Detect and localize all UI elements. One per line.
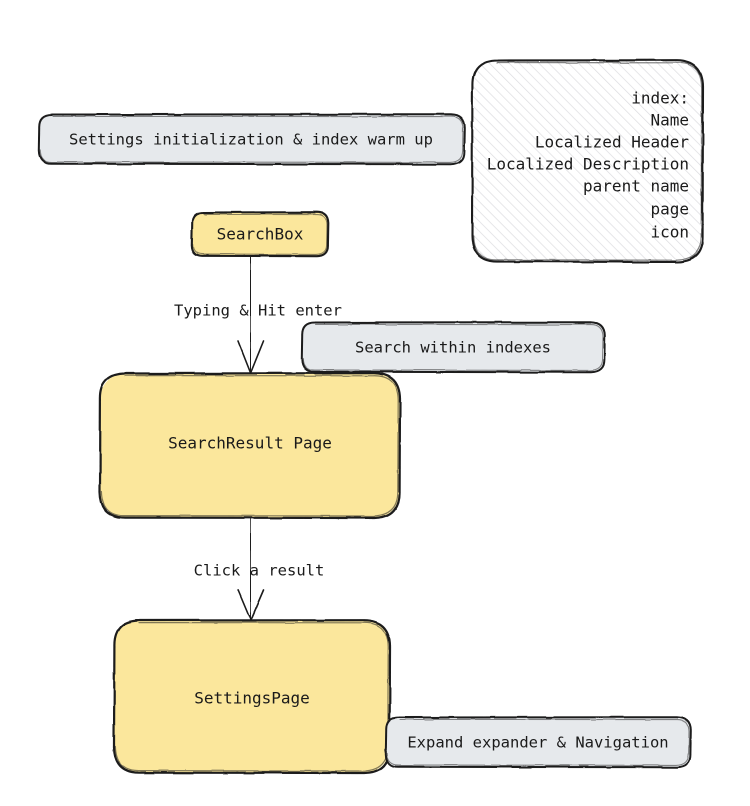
note-search-outline-sketch — [302, 323, 604, 371]
node-searchresult-page[interactable]: SearchResult Page — [98, 372, 402, 520]
node-settingspage-fill — [114, 620, 390, 773]
note-expand-expander: Expand expander & Navigation — [384, 716, 692, 769]
node-searchresult-label: SearchResult Page — [168, 434, 332, 453]
node-settingspage-outline-sketch — [114, 622, 389, 772]
note-settings-initialization: Settings initialization & index warm up — [37, 113, 466, 166]
edge-typing-arrowhead-left — [237, 340, 252, 374]
node-searchresult-fill — [100, 373, 400, 518]
index-line-3: Localized Description — [487, 155, 689, 174]
node-searchbox-outline-sketch — [192, 213, 328, 255]
node-searchbox-outline — [190, 211, 330, 258]
note-search-fill — [302, 322, 604, 372]
note-init-fill — [39, 114, 464, 164]
note-init-outline — [37, 113, 466, 166]
note-expand-label: Expand expander & Navigation — [407, 734, 668, 752]
edge-typing-label: Typing & Hit enter — [174, 302, 342, 320]
index-line-2: Localized Header — [535, 133, 689, 152]
node-settingspage-label: SettingsPage — [194, 689, 310, 708]
note-expand-outline-sketch — [386, 718, 690, 766]
note-search-within-indexes: Search within indexes — [300, 321, 606, 374]
note-search-outline — [300, 321, 606, 374]
index-line-6: icon — [650, 223, 689, 242]
index-line-5: page — [650, 200, 689, 219]
note-init-label: Settings initialization & index warm up — [69, 131, 433, 149]
node-searchresult-outline — [98, 372, 402, 520]
note-expand-outline — [384, 716, 692, 769]
index-line-1: Name — [650, 111, 689, 130]
node-settingspage[interactable]: SettingsPage — [112, 619, 392, 775]
edge-click-a-result: Click a result — [194, 517, 325, 621]
edge-click-label: Click a result — [194, 562, 325, 580]
node-searchresult-outline-sketch — [100, 375, 399, 517]
index-line-4: parent name — [583, 177, 689, 196]
index-box-fill — [472, 60, 703, 262]
index-line-0: index: — [631, 89, 689, 108]
node-searchbox-fill — [192, 212, 328, 256]
index-box: index: Name Localized Header Localized D… — [470, 59, 705, 264]
edge-typing-arrowhead-right — [249, 340, 265, 374]
note-init-outline-sketch — [39, 115, 464, 163]
edge-click-arrowhead-left — [237, 589, 252, 621]
edge-click-arrowhead-right — [249, 589, 265, 621]
index-box-outline-sketch — [473, 61, 703, 261]
node-settingspage-outline — [112, 619, 392, 775]
node-searchbox[interactable]: SearchBox — [190, 211, 330, 258]
index-box-outline — [470, 59, 705, 264]
edge-typing-hit-enter: Typing & Hit enter — [174, 255, 342, 374]
node-searchbox-label: SearchBox — [217, 225, 304, 244]
note-search-label: Search within indexes — [355, 339, 551, 357]
note-expand-fill — [386, 717, 690, 767]
